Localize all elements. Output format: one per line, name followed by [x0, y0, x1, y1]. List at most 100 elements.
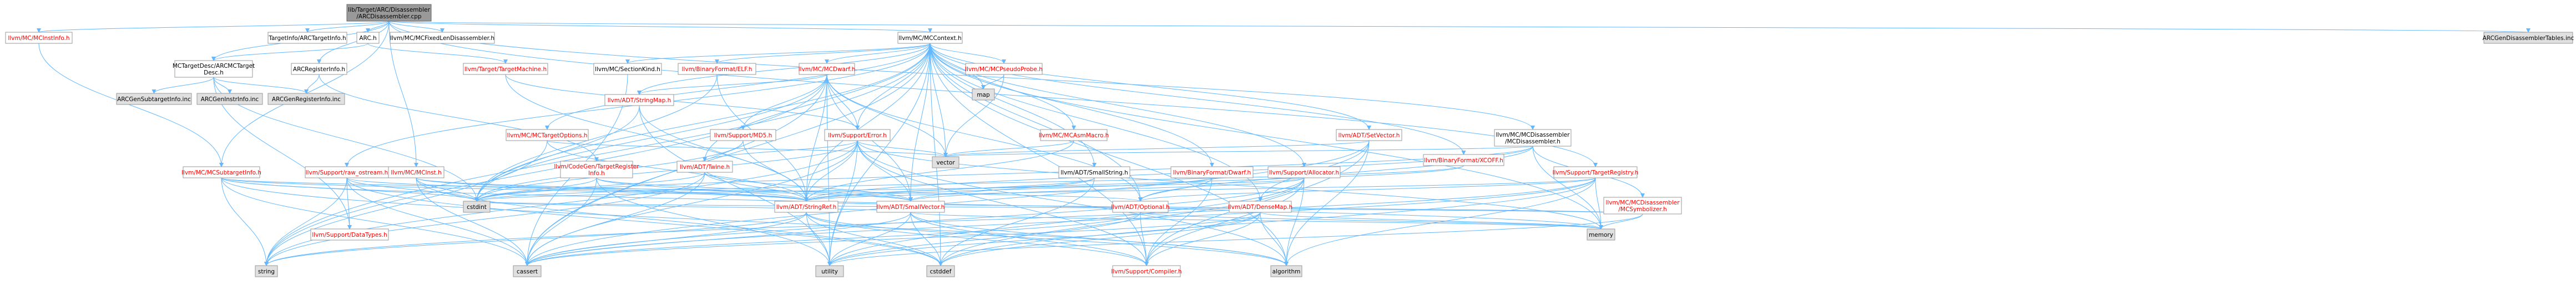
node-label-targetmachine: llvm/Target/TargetMachine.h	[464, 66, 547, 73]
node-label-geninstr: ARCGenInstrInfo.inc	[201, 96, 259, 103]
node-label-arch: ARC.h	[359, 35, 376, 42]
edge-mccontext-to-smallstring	[930, 43, 1097, 167]
node-box-memory	[1587, 228, 1615, 241]
node-label-cassert: cassert	[517, 268, 538, 275]
node-targetmachine[interactable]: llvm/Target/TargetMachine.h	[463, 63, 548, 75]
node-label-vector: vector	[936, 160, 955, 166]
edge-mctargetoptions-to-vector	[547, 140, 948, 157]
edge-targetregistry-to-cstddef	[938, 177, 1596, 266]
edge-arcreginfo-to-genregister	[304, 74, 320, 94]
node-mcsymbolizer[interactable]: llvm/MC/MCDisassembler/MCSymbolizer.h	[1603, 197, 1682, 215]
node-twine[interactable]: llvm/ADT/Twine.h	[676, 161, 733, 173]
node-label-codegenreg: Info.h	[588, 170, 605, 177]
node-mcinstinfo[interactable]: llvm/MC/MCInstInfo.h	[5, 32, 73, 44]
edge-mccontext-to-pseudoprobe	[930, 43, 1006, 64]
node-densemap[interactable]: llvm/ADT/DenseMap.h	[1228, 201, 1292, 213]
node-box-gensubtarget	[116, 93, 192, 105]
node-box-map	[972, 88, 995, 101]
node-compiler[interactable]: llvm/Support/Compiler.h	[1111, 265, 1182, 277]
node-cstddef: cstddef	[926, 265, 955, 277]
node-optional[interactable]: llvm/ADT/Optional.h	[1111, 201, 1170, 213]
node-mcasmmacro[interactable]: llvm/MC/MCAsmMacro.h	[1039, 129, 1109, 141]
edge-mccontext-to-utility	[827, 43, 931, 266]
node-label-twine: llvm/ADT/Twine.h	[680, 164, 730, 171]
node-stringmap[interactable]: llvm/ADT/StringMap.h	[604, 94, 674, 106]
node-algorithm: algorithm	[1270, 265, 1302, 277]
node-box-sectionkind	[593, 63, 662, 75]
edge-root-to-arcreginfo	[317, 21, 390, 64]
edge-mcdwarf-to-stringref	[804, 74, 827, 202]
node-label-mcdwarf: llvm/MC/MCDwarf.h	[799, 66, 855, 73]
edge-mccontext-to-binelf	[715, 43, 931, 64]
node-label-arcreginfo: ARCRegisterInfo.h	[293, 66, 345, 73]
edge-targetregistry-to-string	[264, 177, 1596, 266]
node-label-mcsymbolizer: llvm/MC/MCDisassembler	[1605, 200, 1680, 206]
node-pseudoprobe[interactable]: llvm/MC/MCPseudoProbe.h	[965, 63, 1043, 75]
node-setvector[interactable]: llvm/ADT/SetVector.h	[1336, 129, 1402, 141]
node-map: map	[972, 88, 995, 101]
node-smallstring[interactable]: llvm/ADT/SmallString.h	[1058, 166, 1130, 178]
node-cstdint: cstdint	[463, 201, 491, 213]
edge-codegenreg-to-cstdint	[474, 177, 597, 202]
node-supmd5[interactable]: llvm/Support/MD5.h	[710, 129, 776, 141]
node-rawostream[interactable]: llvm/Support/raw_ostream.h	[305, 166, 389, 178]
edge-pseudoprobe-to-vector	[943, 74, 1004, 157]
edge-smallvector-to-memory	[910, 212, 1603, 230]
edge-mccontext-to-xcoff	[930, 43, 1466, 155]
node-allocator[interactable]: llvm/Support/Allocator.h	[1267, 166, 1341, 178]
edge-mccontext-to-stringref	[804, 43, 931, 202]
edge-rawostream-to-cstdint	[346, 177, 479, 202]
edge-mcinst-to-cstddef	[416, 177, 943, 266]
edge-stringmap-to-utility	[639, 105, 832, 266]
node-box-stringref	[774, 201, 839, 213]
node-datatypes[interactable]: llvm/Support/DataTypes.h	[310, 228, 389, 241]
node-cassert: cassert	[513, 265, 542, 277]
node-box-optional	[1112, 201, 1169, 213]
edge-root-to-gendisasm	[388, 21, 2529, 33]
edge-mcdwarf-to-optional	[826, 74, 1143, 202]
node-xcoff[interactable]: llvm/BinaryFormat/XCOFF.h	[1423, 154, 1504, 166]
node-smallvector[interactable]: llvm/ADT/SmallVector.h	[876, 201, 945, 213]
node-box-algorithm	[1270, 265, 1302, 277]
node-binelf[interactable]: llvm/BinaryFormat/ELF.h	[678, 63, 756, 75]
node-targetinfo[interactable]: TargetInfo/ARCTargetInfo.h	[267, 32, 347, 44]
node-mctargetoptions[interactable]: llvm/MC/MCTargetOptions.h	[506, 129, 589, 141]
node-label-superror: llvm/Support/Error.h	[828, 132, 886, 139]
node-fixedlen[interactable]: llvm/MC/MCFixedLenDisassembler.h	[390, 32, 495, 44]
node-label-memory: memory	[1589, 232, 1613, 238]
node-bindwarf[interactable]: llvm/BinaryFormat/Dwarf.h	[1170, 166, 1254, 178]
node-mcdisassembler[interactable]: llvm/MC/MCDisassembler/MCDisassembler.h	[1494, 129, 1572, 147]
node-label-mcdisassembler: /MCDisassembler.h	[1505, 138, 1560, 145]
edge-smallvector-to-utility	[827, 212, 911, 266]
node-targetregistry[interactable]: llvm/Support/TargetRegistry.h	[1553, 166, 1639, 178]
node-arcreginfo[interactable]: ARCRegisterInfo.h	[291, 63, 347, 75]
edge-densemap-to-algorithm	[1260, 212, 1289, 266]
node-sectionkind[interactable]: llvm/MC/SectionKind.h	[593, 63, 662, 75]
node-mcinst[interactable]: llvm/MC/MCInst.h	[388, 166, 445, 178]
edge-allocator-to-compiler	[1144, 177, 1305, 266]
node-label-bindwarf: llvm/BinaryFormat/Dwarf.h	[1173, 170, 1251, 176]
node-label-supmd5: llvm/Support/MD5.h	[714, 132, 772, 139]
edge-mccontext-to-compiler	[930, 43, 1149, 266]
node-label-smallstring: llvm/ADT/SmallString.h	[1060, 170, 1128, 176]
node-label-datatypes: llvm/Support/DataTypes.h	[312, 232, 387, 238]
edge-mccontext-to-cstddef	[930, 43, 943, 266]
node-box-cassert	[513, 265, 542, 277]
node-mcsubtarget[interactable]: llvm/MC/MCSubtargetInfo.h	[181, 166, 261, 178]
edge-mccontext-to-smallvector	[908, 43, 931, 202]
node-superror[interactable]: llvm/Support/Error.h	[824, 129, 891, 141]
node-label-root: lib/Target/ARC/Disassembler	[348, 7, 430, 13]
node-mccontext[interactable]: llvm/MC/MCContext.h	[897, 32, 963, 44]
node-box-arcreginfo	[291, 63, 347, 75]
node-label-utility: utility	[821, 268, 838, 275]
node-box-targetmachine	[463, 63, 548, 75]
node-box-genregister	[267, 93, 345, 105]
node-mcdwarf[interactable]: llvm/MC/MCDwarf.h	[799, 63, 855, 75]
node-arch[interactable]: ARC.h	[356, 32, 380, 44]
node-memory: memory	[1587, 228, 1615, 241]
edge-densemap-to-cstddef	[938, 212, 1261, 266]
node-stringref[interactable]: llvm/ADT/StringRef.h	[774, 201, 839, 213]
